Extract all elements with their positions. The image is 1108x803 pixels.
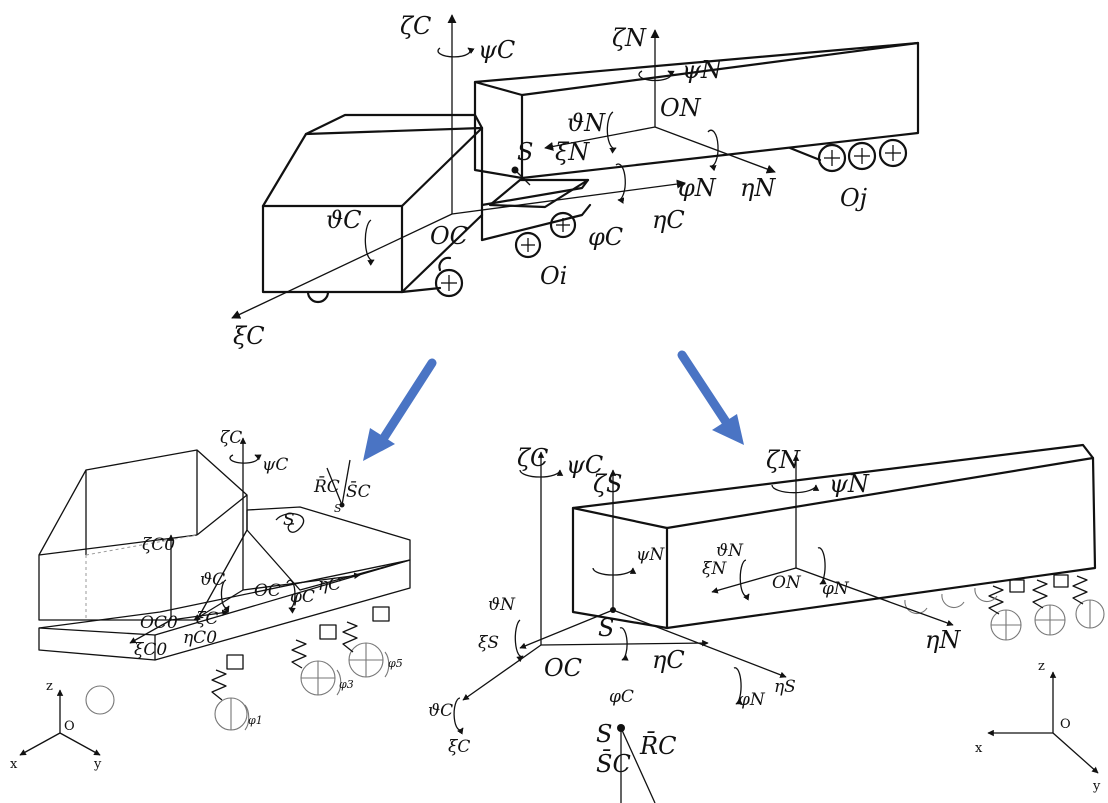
top-label-eta-n: ηN <box>740 174 776 202</box>
top-vehicle: ζC ψC ζN ψN ϑN ξN ON S φN ηN Oj ϑC OC ηC… <box>231 12 920 350</box>
left-label-xi-c: ξC <box>196 609 218 629</box>
top-label-eta-c: ηC <box>652 206 685 234</box>
right-label-eta-c: ηC <box>652 646 685 674</box>
left-axis-o: O <box>64 719 75 734</box>
top-cab <box>261 113 592 304</box>
left-label-eta-c: ηC <box>318 575 341 595</box>
left-label-o-c: OC <box>254 581 281 601</box>
right-label-r-c: R̄C <box>639 732 676 760</box>
right-label-eta-n: ηN <box>925 626 961 654</box>
left-label-s-point: S <box>334 502 342 515</box>
left-axis-x: x <box>10 757 18 772</box>
right-label-phi-c: φC <box>609 687 634 707</box>
top-label-phi-n: φN <box>678 174 717 202</box>
top-trailer-wheels <box>817 138 908 173</box>
left-label-phi-c: φC <box>290 587 315 607</box>
left-axis-z: z <box>46 679 53 694</box>
right-wheels <box>904 574 1105 641</box>
right-label-theta-n: ϑN <box>716 541 744 561</box>
right-label-eta-s: ηS <box>774 677 796 697</box>
left-label-theta-c: ϑC <box>200 570 225 590</box>
right-label-s: S <box>598 614 614 642</box>
right-label-theta-c: ϑC <box>428 701 453 721</box>
left-label-xi-c0: ξC0 <box>134 640 167 660</box>
right-label-theta-n-2: ϑN <box>488 595 516 615</box>
left-label-phi-3: φ3 <box>339 678 354 691</box>
top-label-psi-n: ψN <box>682 56 723 84</box>
top-label-theta-c: ϑC <box>326 206 362 234</box>
left-label-r-c: R̄C <box>313 475 340 497</box>
right-label-xi-c: ξC <box>448 737 470 757</box>
right-label-o-c: OC <box>544 654 582 682</box>
left-label-phi-5: φ5 <box>388 657 403 670</box>
left-label-s-c: S̄C <box>346 480 371 502</box>
top-label-o-j: Oj <box>840 184 868 212</box>
left-label-zeta-c: ζC <box>220 428 242 448</box>
right-label-s-point: S <box>596 720 612 748</box>
right-label-phi-n: φN <box>822 579 850 599</box>
top-label-o-c: OC <box>430 222 468 250</box>
top-label-xi-n: ξN <box>555 138 590 166</box>
right-model: ζC ψC ζS ζN ψN ψN ϑN ξN ON φN ϑN S ξS ηN… <box>428 443 1105 803</box>
top-label-theta-n: ϑN <box>567 109 606 137</box>
top-rotation-markers <box>364 47 719 266</box>
left-label-o-c0: OC0 <box>140 613 178 633</box>
left-label-eta-c0: ηC0 <box>183 628 217 648</box>
left-axis-y: y <box>93 757 102 772</box>
top-label-s: S <box>517 138 533 166</box>
right-label-xi-n: ξN <box>702 559 727 579</box>
right-axis-y: y <box>1092 779 1101 794</box>
right-axis-o: O <box>1060 717 1071 732</box>
right-label-psi-n: ψN <box>829 470 870 498</box>
right-label-xi-s: ξS <box>478 633 499 653</box>
right-label-o-n: ON <box>772 573 802 593</box>
top-labels: ζC ψC ζN ψN ϑN ξN ON S φN ηN Oj ϑC OC ηC… <box>233 12 868 350</box>
top-label-o-n: ON <box>660 94 702 122</box>
right-label-zeta-s: ζS <box>593 470 622 498</box>
left-label-psi-c: ψC <box>262 455 288 475</box>
right-axis-z: z <box>1038 659 1045 674</box>
right-label-zeta-c: ζC <box>517 444 548 472</box>
top-label-psi-c: ψC <box>478 36 515 64</box>
top-label-zeta-c: ζC <box>400 12 431 40</box>
right-label-phi-n-2: φN <box>738 690 766 710</box>
right-label-zeta-n: ζN <box>766 446 801 474</box>
top-label-o-i: Oi <box>540 262 567 290</box>
left-model: ζC ψC R̄C S̄C S S ζC0 ϑC OC φC ηC OC0 ξC… <box>10 428 411 772</box>
top-axes <box>231 14 776 319</box>
right-label-psi-c: ψC <box>566 451 603 479</box>
right-label-s-c: S̄C <box>596 750 631 778</box>
top-trailer-box <box>473 41 920 209</box>
left-label-zeta-c0: ζC0 <box>142 535 175 555</box>
left-label-phi-1: φ1 <box>248 714 263 727</box>
left-wheels <box>85 606 390 731</box>
right-label-psi-n-2: ψN <box>636 545 665 565</box>
top-label-zeta-n: ζN <box>612 24 647 52</box>
transition-arrows <box>363 350 744 461</box>
top-label-phi-c: φC <box>588 223 623 251</box>
right-axis-x: x <box>975 741 983 756</box>
top-label-xi-c: ξC <box>233 322 265 350</box>
top-truck-wheels <box>434 211 577 298</box>
left-label-s-mark: S <box>283 510 295 530</box>
